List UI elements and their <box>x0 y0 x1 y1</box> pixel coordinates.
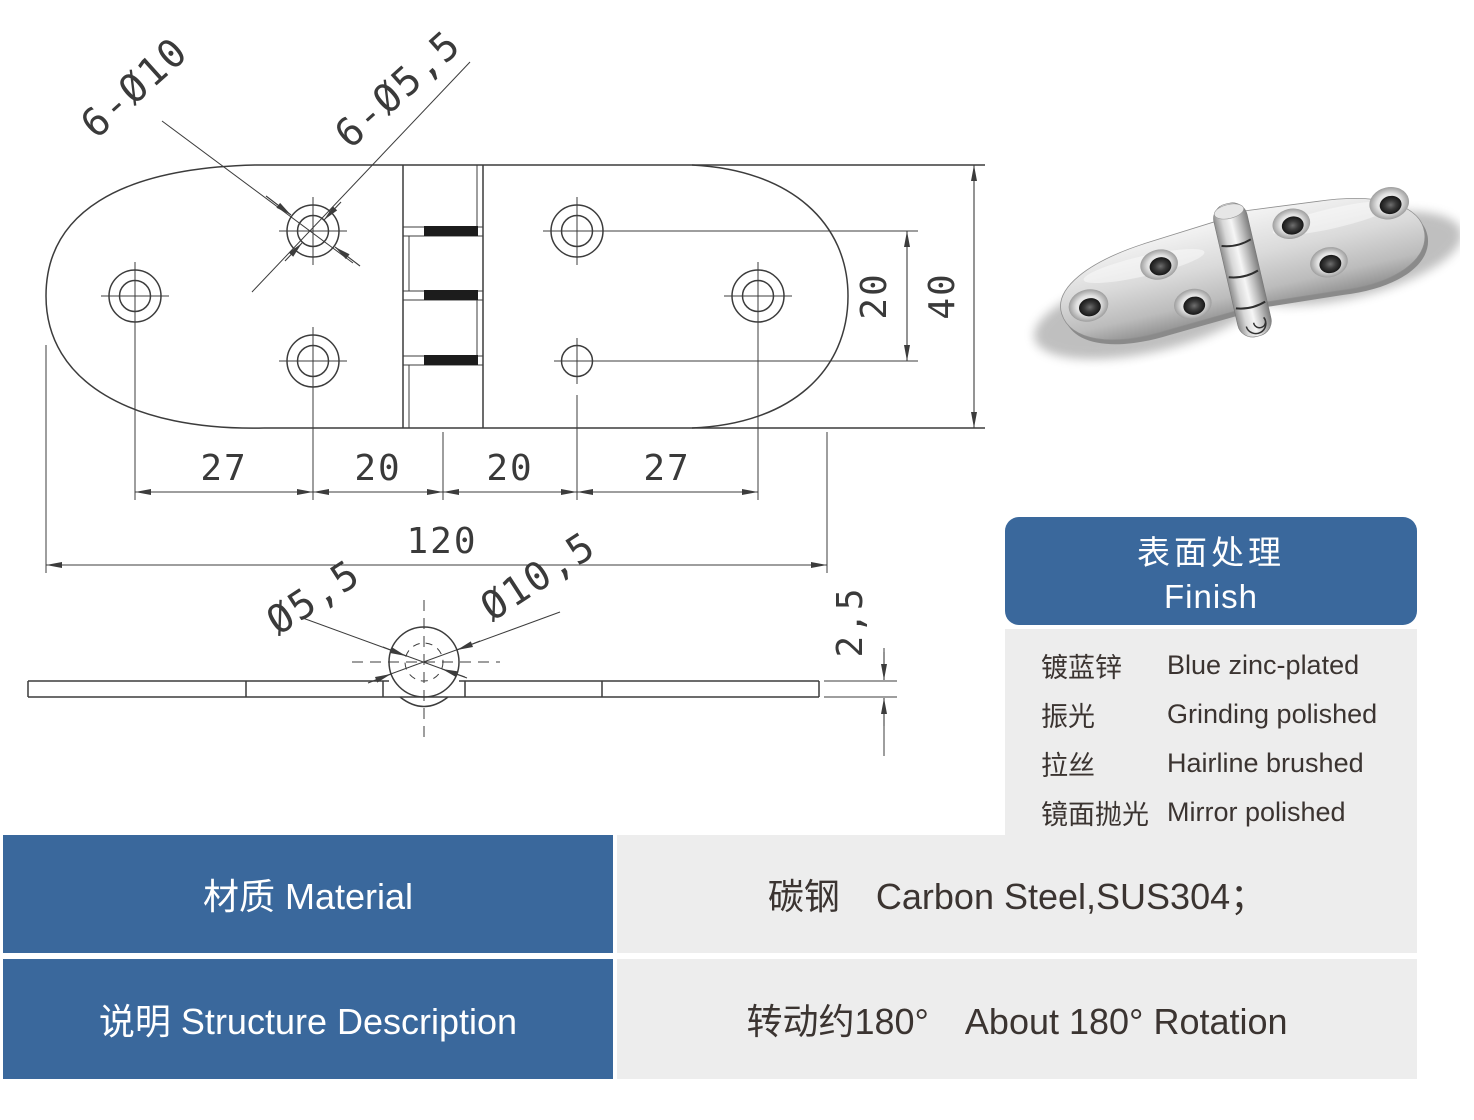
extension-lines <box>45 230 918 573</box>
dimension-lines <box>46 165 977 568</box>
spec-label-description: 说明 Structure Description <box>3 959 613 1079</box>
hole-countersunk <box>279 327 347 395</box>
finish-label-zh: 镀蓝锌 <box>1041 653 1122 683</box>
finish-label-en: Mirror polished <box>1167 797 1346 827</box>
hinge-barrel <box>1213 202 1272 338</box>
dim-width: 40 <box>922 272 963 319</box>
spec-label-material: 材质 Material <box>3 835 613 953</box>
finish-row: 拉丝 Hairline brushed <box>1041 739 1407 788</box>
finish-label-en: Hairline brushed <box>1167 748 1364 778</box>
finish-title-en: Finish <box>1163 578 1259 615</box>
finish-label-zh: 拉丝 <box>1041 751 1095 781</box>
knuckle-seam <box>424 226 478 236</box>
hole-countersunk <box>279 197 347 265</box>
knuckle-seam <box>424 355 478 365</box>
hinge-screw-holes <box>1068 187 1410 322</box>
dim-27-right: 27 <box>643 448 690 489</box>
finish-label-zh: 镜面抛光 <box>1041 800 1149 830</box>
knuckle-seam <box>424 290 478 300</box>
finish-card-body: 镀蓝锌 Blue zinc-plated 振光 Grinding polishe… <box>1005 629 1417 851</box>
plan-view-outline <box>45 164 985 429</box>
callout-large-holes: 6-Ø10 <box>73 29 198 148</box>
finish-label-en: Grinding polished <box>1167 699 1378 729</box>
hole-countersunk <box>101 262 169 330</box>
finish-title-zh: 表面处理 <box>1137 534 1285 571</box>
product-photo <box>1034 187 1460 360</box>
spec-row-description: 说明 Structure Description 转动约180° About 1… <box>3 959 1417 1079</box>
side-callout-knuckle: Ø10,5 <box>473 523 604 630</box>
finish-row: 镀蓝锌 Blue zinc-plated <box>1041 641 1407 690</box>
finish-row: 镜面抛光 Mirror polished <box>1041 788 1407 837</box>
finish-card-header: 表面处理 Finish <box>1005 517 1417 625</box>
finish-label-zh: 振光 <box>1041 702 1095 732</box>
dim-hole-span: 20 <box>854 272 895 319</box>
dim-27-left: 27 <box>200 448 247 489</box>
spec-value-description: 转动约180° About 180° Rotation <box>617 959 1417 1079</box>
technical-drawing: 6-Ø10 6-Ø5,5 27 20 20 27 120 20 40 Ø5,5 … <box>27 22 985 756</box>
spec-row-material: 材质 Material 碳钢 Carbon Steel,SUS304； <box>3 835 1417 953</box>
finish-card: 表面处理 Finish 镀蓝锌 Blue zinc-plated 振光 Grin… <box>1005 517 1417 851</box>
dim-20-left: 20 <box>354 448 401 489</box>
dim-20-right: 20 <box>486 448 533 489</box>
finish-label-en: Blue zinc-plated <box>1167 650 1360 680</box>
hole-countersunk <box>724 262 792 330</box>
dim-thickness: 2,5 <box>830 586 871 657</box>
finish-row: 振光 Grinding polished <box>1041 690 1407 739</box>
spec-value-material: 碳钢 Carbon Steel,SUS304； <box>617 835 1417 953</box>
dim-total-length: 120 <box>406 521 477 562</box>
hole-callouts: 6-Ø10 6-Ø5,5 <box>73 22 471 293</box>
spec-table: 材质 Material 碳钢 Carbon Steel,SUS304； 说明 S… <box>3 835 1417 1085</box>
